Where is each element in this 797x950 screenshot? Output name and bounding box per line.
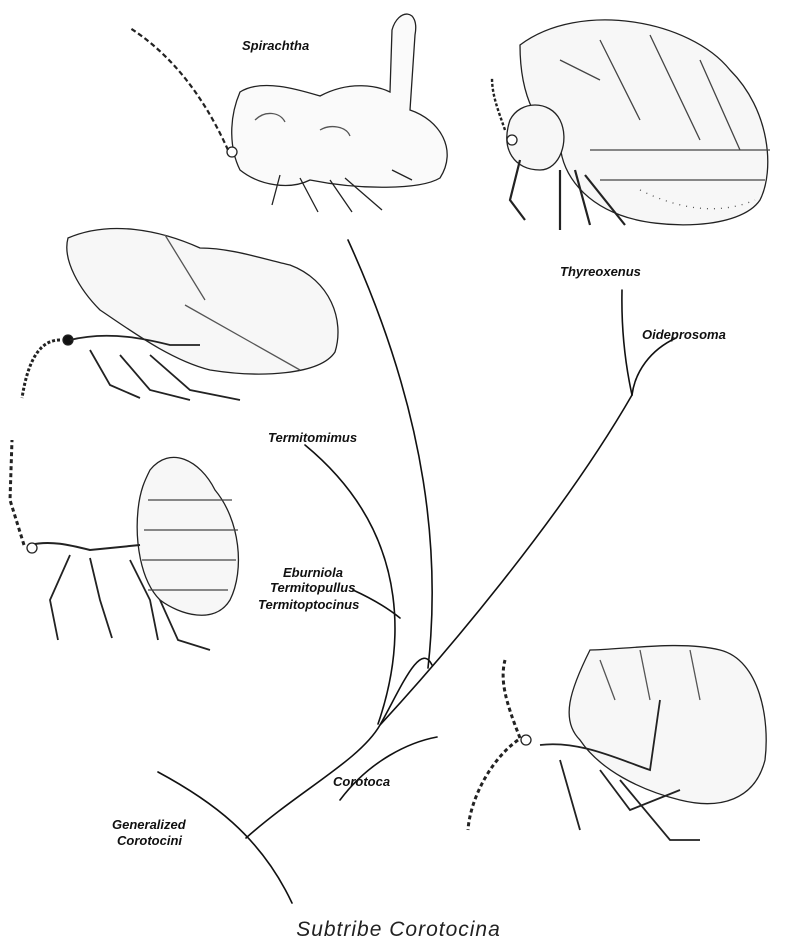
label-termitomimus: Termitomimus	[268, 430, 357, 446]
branch-thyreoxenus	[622, 290, 632, 395]
label-termitopullus: Termitopullus	[270, 580, 355, 596]
label-corotoca: Corotoca	[333, 774, 390, 790]
corotoca-beetle-illustration	[468, 646, 766, 840]
label-oideprosoma: Oideprosoma	[642, 327, 726, 343]
branch-spirachtha	[348, 240, 432, 668]
tree-trunk	[246, 395, 632, 838]
label-eburniola: Eburniola	[283, 565, 343, 581]
label-thyreoxenus: Thyreoxenus	[560, 264, 641, 280]
label-spirachtha: Spirachtha	[242, 38, 309, 54]
label-termitoptocinus: Termitoptocinus	[258, 597, 359, 613]
figure-caption: Subtribe Corotocina	[0, 918, 797, 942]
label-generalized: Generalized	[112, 817, 186, 833]
termitomimus-beetle-illustration	[22, 229, 338, 400]
branch-corotoca	[340, 737, 437, 800]
branch-oideprosoma	[632, 338, 676, 395]
label-corotocini: Corotocini	[117, 833, 182, 849]
eburniola-beetle-illustration	[10, 440, 238, 650]
thyreoxenus-beetle-illustration	[492, 20, 770, 230]
